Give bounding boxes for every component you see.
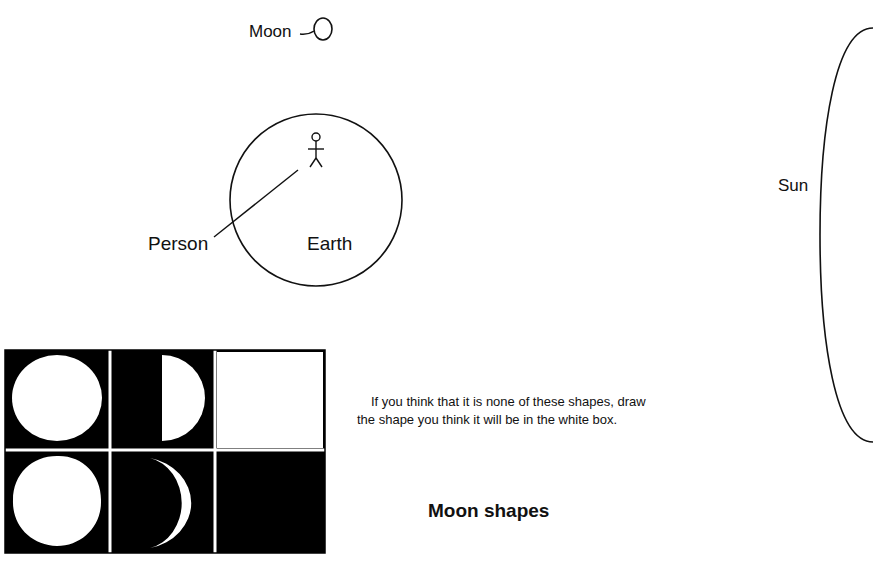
person-leader	[214, 170, 298, 237]
moon-shapes-grid	[5, 350, 325, 553]
sun-label: Sun	[778, 176, 808, 196]
circle-outline	[229, 113, 403, 287]
moon-label: Moon	[249, 22, 292, 42]
earth-circle: Earth	[229, 113, 403, 287]
person-label: Person	[148, 233, 208, 255]
node-text: Earth	[307, 233, 352, 255]
moon-circle	[314, 18, 332, 40]
instruction-note: If you think that it is none of these sh…	[357, 393, 657, 428]
person-figure	[308, 133, 324, 167]
caption-title: Moon shapes	[428, 500, 549, 522]
sun-outline	[820, 28, 873, 442]
moon-leader	[300, 31, 314, 34]
